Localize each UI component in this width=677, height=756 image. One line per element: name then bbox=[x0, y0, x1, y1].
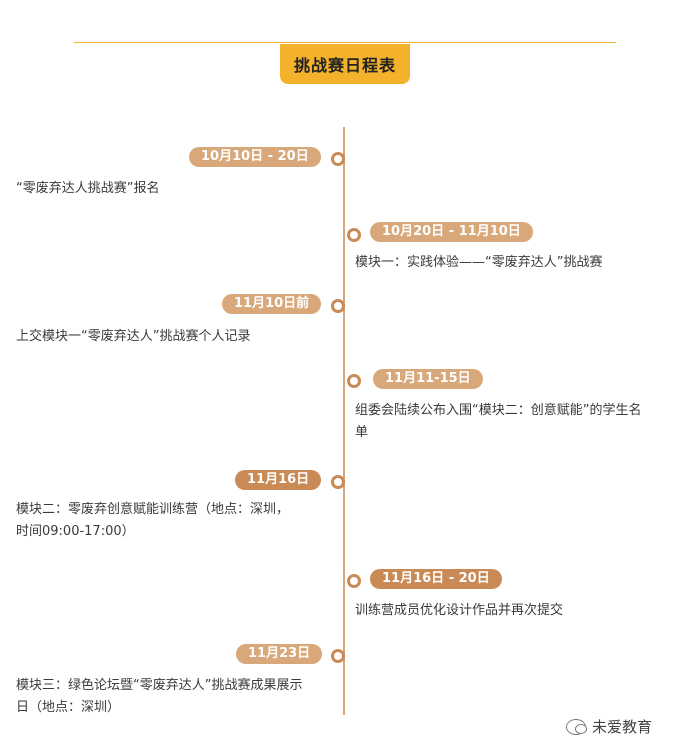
timeline-dot-5 bbox=[331, 475, 345, 489]
event-date-2: 10月20日 - 11月10日 bbox=[370, 222, 533, 242]
timeline-dot-1 bbox=[331, 152, 345, 166]
timeline-line bbox=[343, 127, 345, 715]
event-desc-7-line-2: 日（地点：深圳） bbox=[16, 700, 121, 715]
page-title: 挑战赛日程表 bbox=[280, 44, 410, 84]
event-date-4: 11月11-15日 bbox=[373, 369, 483, 389]
event-desc-7: 模块三：绿色论坛暨“零废弃达人”挑战赛成果展示 日（地点：深圳） bbox=[16, 675, 341, 719]
timeline-dot-6 bbox=[347, 574, 361, 588]
event-date-6: 11月16日 - 20日 bbox=[370, 569, 502, 589]
event-desc-7-line-1: 模块三：绿色论坛暨“零废弃达人”挑战赛成果展示 bbox=[16, 678, 303, 693]
timeline-dot-2 bbox=[347, 228, 361, 242]
event-date-1: 10月10日 - 20日 bbox=[189, 147, 321, 167]
event-desc-4-line-1: 组委会陆续公布入围“模块二：创意赋能”的学生名 bbox=[355, 403, 642, 418]
watermark-text: 未爱教育 bbox=[592, 718, 653, 736]
event-desc-5: 模块二：零废弃创意赋能训练营（地点：深圳， 时间09:00-17:00） bbox=[16, 499, 336, 543]
title-rule bbox=[74, 42, 616, 43]
event-desc-4-line-2: 单 bbox=[355, 425, 369, 440]
timeline-dot-7 bbox=[331, 649, 345, 663]
event-date-3: 11月10日前 bbox=[222, 294, 322, 314]
event-desc-5-line-1: 模块二：零废弃创意赋能训练营（地点：深圳， bbox=[16, 502, 290, 517]
event-date-7: 11月23日 bbox=[236, 644, 323, 664]
event-date-5: 11月16日 bbox=[235, 470, 322, 490]
timeline-dot-4 bbox=[347, 374, 361, 388]
wechat-icon bbox=[566, 718, 587, 735]
event-desc-6: 训练营成员优化设计作品并再次提交 bbox=[355, 603, 564, 618]
event-desc-5-line-2: 时间09:00-17:00） bbox=[16, 524, 135, 539]
timeline-dot-3 bbox=[331, 299, 345, 313]
event-desc-3: 上交模块一“零废弃达人”挑战赛个人记录 bbox=[16, 329, 251, 344]
event-desc-1: “零废弃达人挑战赛”报名 bbox=[16, 181, 160, 196]
event-desc-2: 模块一：实践体验——“零废弃达人”挑战赛 bbox=[355, 255, 603, 270]
event-desc-4: 组委会陆续公布入围“模块二：创意赋能”的学生名 单 bbox=[355, 400, 675, 444]
watermark: 未爱教育 bbox=[566, 716, 652, 737]
